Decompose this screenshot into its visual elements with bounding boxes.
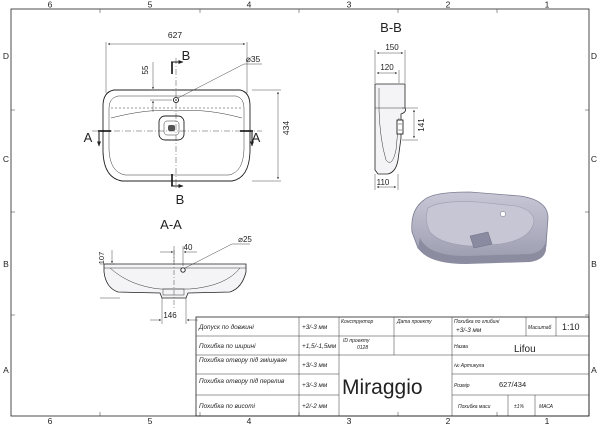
project-id-value: 0128 [357,345,368,351]
name-label: Назва [454,344,468,350]
cut-a-right-label: A [252,130,261,145]
frame-col-label: 4 [247,0,252,10]
frame-row-labels-right: D C B A [591,51,597,375]
brand-logo: Miraggio [342,376,423,399]
dim-hole-diameter-label: ⌀35 [246,54,261,64]
frame-col-label: 1 [545,0,550,10]
cut-b-top-label: B [182,48,191,63]
frame-row-label: D [591,51,597,61]
section-bb-profile [374,83,406,175]
dim-bb-150-label: 150 [385,43,399,52]
frame-row-labels-left: D C B A [3,51,9,375]
tolerance-label: Похибка отвору під змішувач [199,356,287,364]
frame-row-label: B [3,259,9,269]
project-date-label: Дата проекту [396,319,432,325]
tolerance-label: Похибка отвору під перелив [199,377,285,385]
frame-row-label: C [591,154,597,164]
constructor-label: Конструктор [341,319,374,325]
project-id-label: ID проекту [343,338,370,344]
frame-col-label: 5 [148,0,153,10]
dim-aa-height-label: 107 [97,252,106,265]
tolerance-label: Похибка по висоті [199,402,256,410]
dim-aa-offset-label: 40 [184,243,193,252]
frame-col-label: 3 [347,0,352,10]
mass-tolerance-value: ±1% [514,404,525,410]
tolerance-value: +2/-2 мм [302,403,328,410]
cut-b-bottom-label: B [176,192,185,207]
frame-col-label: 6 [48,0,53,10]
tolerance-value: +1,5/-1,5мм [302,343,337,350]
dim-aa-diameter-label: ⌀25 [238,235,252,244]
frame-row-label: A [591,365,597,375]
frame-grid-ticks [11,9,589,416]
frame-col-label: 3 [347,416,352,425]
depth-tolerance-label: Похибка по глибині [454,319,500,325]
title-block: Допуск по довжині +3/-3 мм Похибка по ши… [195,316,590,417]
dim-aa-depth-label: 146 [163,311,177,320]
frame-column-labels-bottom: 6 5 4 3 2 1 [48,416,550,426]
article-label: № Артикула [454,363,484,369]
frame-col-label: 6 [48,416,53,425]
tolerance-label-text: Похибка отвору під змішувач [199,356,287,364]
frame-row-label: A [3,365,9,375]
scale-value: 1:10 [562,322,580,332]
frame-row-label: C [3,154,9,164]
dim-bb-110-label: 110 [377,178,390,187]
product-name: Lifou [514,344,536,355]
size-value: 627/434 [499,380,526,389]
size-label: Розмір [454,383,470,389]
tolerance-value: +3/-3 мм [302,382,328,389]
dim-width-label: 627 [168,30,182,40]
mass-label: МАСА [539,404,554,410]
basin-3d-render [411,191,549,264]
tolerance-label: Допуск по довжині [198,323,254,331]
basin-inner-rim [108,95,245,176]
render-drain-icon [469,231,493,249]
frame-row-label: D [3,51,9,61]
tolerance-value: +3/-3 мм [302,362,328,369]
frame-row-label: B [591,259,597,269]
frame-col-label: 4 [247,416,252,425]
frame-col-label: 5 [148,416,153,425]
dim-hole-offset-label: 55 [141,65,150,74]
section-aa-view: A-A 107 40 ⌀25 146 [97,217,252,324]
dim-depth-label: 434 [281,121,291,135]
mass-tolerance-label: Похибка маси [458,404,491,410]
section-aa-title: A-A [160,217,182,232]
render-tap-hole-icon [500,211,506,217]
cut-a-left-label: A [84,130,93,145]
tolerance-label: Похибка по ширині [199,342,256,350]
frame-column-labels-top: 6 5 4 3 2 1 [48,0,550,10]
section-bb-view: B-B 150 120 141 110 [374,20,426,190]
tolerance-value: +3/-3 мм [302,324,328,331]
frame-col-label: 1 [545,416,550,425]
frame-col-label: 2 [446,0,451,10]
section-bb-title: B-B [380,20,402,35]
section-aa-profile [103,263,247,299]
dim-bb-120-label: 120 [380,63,394,72]
top-view: 627 55 ⌀35 434 [84,30,291,207]
dim-bb-141-label: 141 [417,118,426,132]
frame-col-label: 2 [446,416,451,425]
depth-tolerance-value: +3/-3 мм [456,327,482,334]
scale-label: Масштаб [528,325,552,331]
